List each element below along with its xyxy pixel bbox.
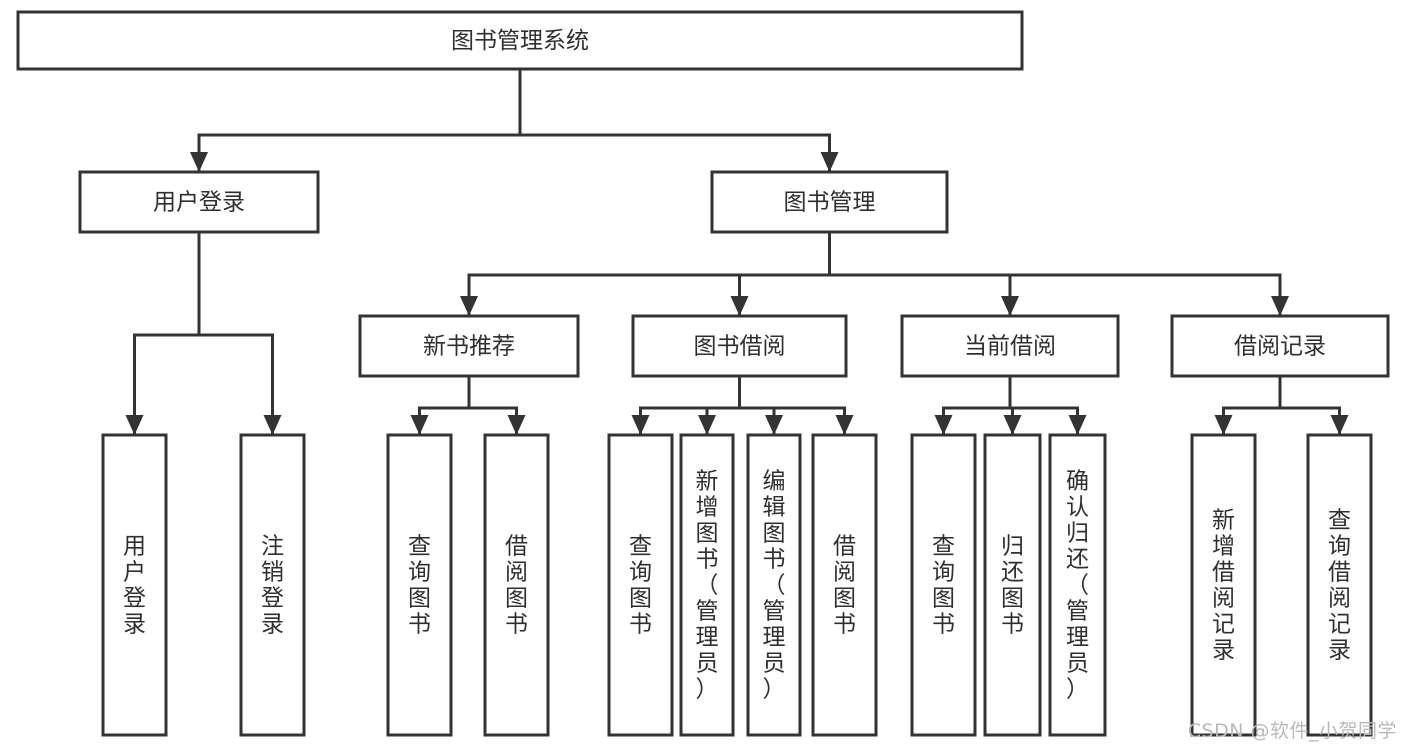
node-box-current-borrow [900, 314, 1120, 378]
node-book-manage[interactable]: 图书管理 [710, 170, 949, 234]
node-box-cb-query-book [910, 433, 977, 737]
node-box-br-add-record [1190, 433, 1257, 737]
node-box-root [16, 10, 1024, 71]
node-label-book-borrow: 图书借阅 [694, 334, 786, 360]
node-bb-add-book[interactable]: 新增图书（管理员） [679, 433, 735, 737]
arrow-down-icon [190, 152, 208, 172]
node-bb-borrow-book[interactable]: 借阅图书 [811, 433, 878, 737]
arrow-down-icon [730, 296, 749, 316]
node-user-login-do[interactable]: 用户登录 [101, 433, 168, 737]
node-label-br-add-record: 新增借阅记录 [1212, 507, 1235, 663]
node-br-query-record[interactable]: 查询借阅记录 [1306, 433, 1373, 737]
node-box-user-logout [239, 433, 306, 737]
arrow-down-icon [263, 415, 282, 435]
arrow-down-icon [820, 152, 839, 172]
node-br-add-record[interactable]: 新增借阅记录 [1190, 433, 1257, 737]
node-label-bb-query-book: 查询图书 [629, 533, 652, 637]
node-cb-query-book[interactable]: 查询图书 [910, 433, 977, 737]
arrow-down-icon [125, 415, 144, 435]
node-box-br-query-record [1306, 433, 1373, 737]
node-user-logout[interactable]: 注销登录 [239, 433, 306, 737]
arrow-down-icon [460, 296, 478, 316]
node-box-nbr-borrow-book [483, 433, 550, 737]
arrow-down-icon [934, 415, 953, 435]
node-bb-query-book[interactable]: 查询图书 [607, 433, 674, 737]
node-box-bb-query-book [607, 433, 674, 737]
node-cb-confirm-return[interactable]: 确认归还（管理员） [1048, 433, 1107, 737]
node-label-nbr-borrow-book: 借阅图书 [505, 533, 528, 637]
node-borrow-records[interactable]: 借阅记录 [1170, 314, 1390, 378]
node-label-cb-confirm-return: 确认归还（管理员） [1066, 468, 1089, 702]
node-nbr-query-book[interactable]: 查询图书 [386, 433, 453, 737]
node-label-user-login-do: 用户登录 [123, 533, 146, 637]
node-label-book-manage: 图书管理 [784, 190, 876, 216]
node-new-book-recommend[interactable]: 新书推荐 [358, 314, 580, 378]
node-label-cb-return-book: 归还图书 [1001, 533, 1024, 637]
node-box-bb-borrow-book [811, 433, 878, 737]
node-label-br-query-record: 查询借阅记录 [1328, 507, 1351, 663]
arrow-down-icon [835, 415, 854, 435]
node-box-nbr-query-book [386, 433, 453, 737]
arrow-down-icon [1330, 415, 1349, 435]
node-label-borrow-records: 借阅记录 [1234, 334, 1326, 360]
node-user-login[interactable]: 用户登录 [78, 170, 320, 234]
node-label-current-borrow: 当前借阅 [964, 334, 1056, 360]
arrow-down-icon [1214, 415, 1233, 435]
node-book-borrow[interactable]: 图书借阅 [631, 314, 848, 378]
arrow-down-icon [765, 415, 783, 435]
arrow-down-icon [1001, 296, 1019, 316]
node-label-bb-borrow-book: 借阅图书 [833, 533, 856, 637]
node-nbr-borrow-book[interactable]: 借阅图书 [483, 433, 550, 737]
node-box-cb-return-book [983, 433, 1042, 737]
node-label-root: 图书管理系统 [451, 28, 589, 54]
node-box-book-manage [710, 170, 949, 234]
node-label-user-login: 用户登录 [153, 190, 245, 216]
node-label-new-book-recommend: 新书推荐 [423, 334, 515, 360]
arrow-down-icon [1003, 415, 1022, 435]
node-box-bb-edit-book [746, 433, 802, 737]
node-bb-edit-book[interactable]: 编辑图书（管理员） [746, 433, 802, 737]
node-label-bb-edit-book: 编辑图书（管理员） [763, 468, 786, 702]
connector-layer [125, 67, 1349, 437]
node-layer: 图书管理系统用户登录图书管理用户登录注销登录新书推荐查询图书借阅图书图书借阅查询… [16, 10, 1390, 737]
node-box-book-borrow [631, 314, 848, 378]
node-label-cb-query-book: 查询图书 [932, 533, 955, 637]
arrow-down-icon [631, 415, 650, 435]
arrow-down-icon [507, 415, 526, 435]
node-cb-return-book[interactable]: 归还图书 [983, 433, 1042, 737]
node-box-bb-add-book [679, 433, 735, 737]
node-box-user-login [78, 170, 320, 234]
arrow-down-icon [1068, 415, 1087, 435]
node-box-new-book-recommend [358, 314, 580, 378]
node-box-cb-confirm-return [1048, 433, 1107, 737]
node-root[interactable]: 图书管理系统 [16, 10, 1024, 71]
node-current-borrow[interactable]: 当前借阅 [900, 314, 1120, 378]
arrow-down-icon [410, 415, 429, 435]
node-label-nbr-query-book: 查询图书 [408, 533, 431, 637]
arrow-down-icon [1271, 296, 1289, 316]
node-box-user-login-do [101, 433, 168, 737]
node-box-borrow-records [1170, 314, 1390, 378]
node-label-user-logout: 注销登录 [261, 533, 284, 637]
arrow-down-icon [698, 415, 716, 435]
node-label-bb-add-book: 新增图书（管理员） [696, 468, 719, 702]
